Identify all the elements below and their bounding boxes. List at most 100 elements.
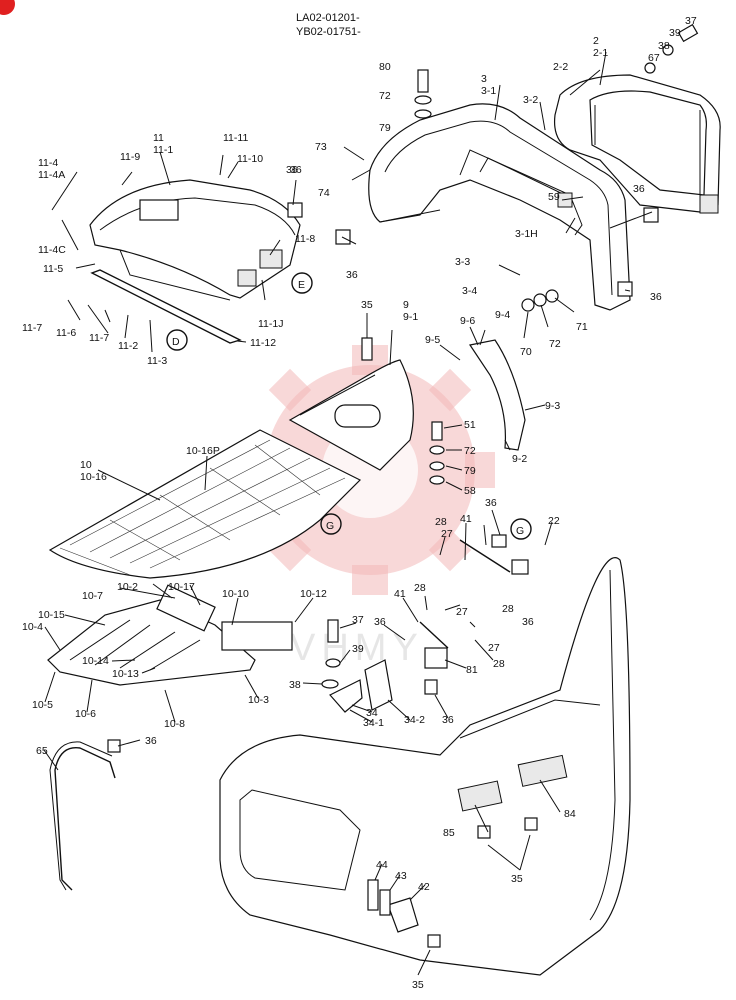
part-handrail-65 [54,746,116,891]
label-11-8: 11-8 [295,233,315,245]
label-10-16P: 10-16P [186,445,220,457]
callout-D: D [166,329,188,351]
label-71: 71 [576,321,588,333]
label-72: 72 [379,90,391,102]
label-51: 51 [464,419,476,431]
label-11-4A: 11-4A [38,169,65,181]
label-36: 36 [290,164,302,176]
label-11-2: 11-2 [118,340,138,352]
svg-text:D: D [172,336,180,348]
label-9-3: 9-3 [545,400,560,412]
label-36: 36 [522,616,534,628]
leader-lines [43,51,653,976]
label-10-3: 10-3 [248,694,269,706]
label-9-4: 9-4 [495,309,510,321]
label-38: 38 [289,679,301,691]
label-36: 36 [485,497,497,509]
callout-G-1: G [320,513,342,535]
label-11-7: 11-7 [22,322,42,334]
label-10-7: 10-7 [82,590,103,602]
part-plate-9 [288,339,526,471]
label-10-12: 10-12 [300,588,327,600]
label-3-1H: 3-1H [515,228,538,240]
part-tray-10 [47,584,293,686]
label-11-4C: 11-4C [38,244,66,256]
corner-badge [0,0,15,15]
part-latch-42 [367,879,419,933]
label-36: 36 [633,183,645,195]
label-27: 27 [488,642,500,654]
svg-text:G: G [516,525,524,537]
label-9-6: 9-6 [460,315,475,327]
svg-text:E: E [298,279,305,291]
label-72: 72 [464,445,476,457]
label-42: 42 [418,881,430,893]
label-9-2: 9-2 [512,453,527,465]
label-9-5: 9-5 [425,334,440,346]
part-labels: 37 39 38 67 2 2-1 2-2 80 72 79 3 3-1 3-2… [22,15,697,991]
label-22: 22 [548,515,560,527]
label-3-1: 3-1 [481,85,496,97]
part-bracket-34 [329,659,393,713]
label-58: 58 [464,485,476,497]
label-11-11: 11-11 [223,132,248,144]
label-9: 9 [403,299,409,311]
label-84: 84 [564,808,576,820]
label-36: 36 [286,164,298,176]
model-range-line-1: LA02-01201- [296,12,360,24]
part-frame-3 [368,103,631,311]
model-range-line-2: YB02-01751- [296,26,361,38]
label-41: 41 [394,588,406,600]
label-37: 37 [352,614,364,626]
label-11-3: 11-3 [147,355,167,367]
label-27: 27 [456,606,468,618]
label-11-7: 11-7 [89,332,109,344]
label-2: 2 [593,35,599,47]
label-39: 39 [669,27,681,39]
label-10-4: 10-4 [22,621,43,633]
label-74: 74 [318,187,330,199]
label-72: 72 [549,338,561,350]
callout-G-2: G [510,518,532,540]
label-10-13: 10-13 [112,668,139,680]
label-43: 43 [395,870,407,882]
label-11-9: 11-9 [120,151,140,163]
part-lower-cover [219,557,631,976]
label-35: 35 [412,979,424,991]
label-10-5: 10-5 [32,699,53,711]
label-3-3: 3-3 [455,256,470,268]
label-27: 27 [441,528,453,540]
label-80: 80 [379,61,391,73]
label-28: 28 [435,516,447,528]
label-10-15: 10-15 [38,609,65,621]
label-39: 39 [352,643,364,655]
label-65: 65 [36,745,48,757]
label-11: 11 [153,132,164,144]
label-67: 67 [648,52,660,64]
label-34-1: 34-1 [363,717,384,729]
label-41: 41 [460,513,472,525]
part-gas-struts-41 [419,534,529,669]
label-9-1: 9-1 [403,311,418,323]
label-11-6: 11-6 [56,327,76,339]
label-79: 79 [379,122,391,134]
label-10-17: 10-17 [168,581,195,593]
label-81: 81 [466,664,478,676]
label-28: 28 [502,603,514,615]
part-strip-11-12 [90,269,242,344]
label-34: 34 [366,707,378,719]
label-59: 59 [548,191,560,203]
label-37: 37 [685,15,697,27]
label-70: 70 [520,346,532,358]
label-11-1J: 11-1J [258,318,284,330]
label-11-4: 11-4 [38,157,58,169]
label-10: 10 [80,459,92,471]
label-36: 36 [346,269,358,281]
label-10-8: 10-8 [164,718,185,730]
part-mat-10 [48,429,362,579]
label-34-2: 34-2 [404,714,425,726]
label-10-10: 10-10 [222,588,249,600]
label-35: 35 [361,299,373,311]
part-cover-11 [89,179,301,301]
